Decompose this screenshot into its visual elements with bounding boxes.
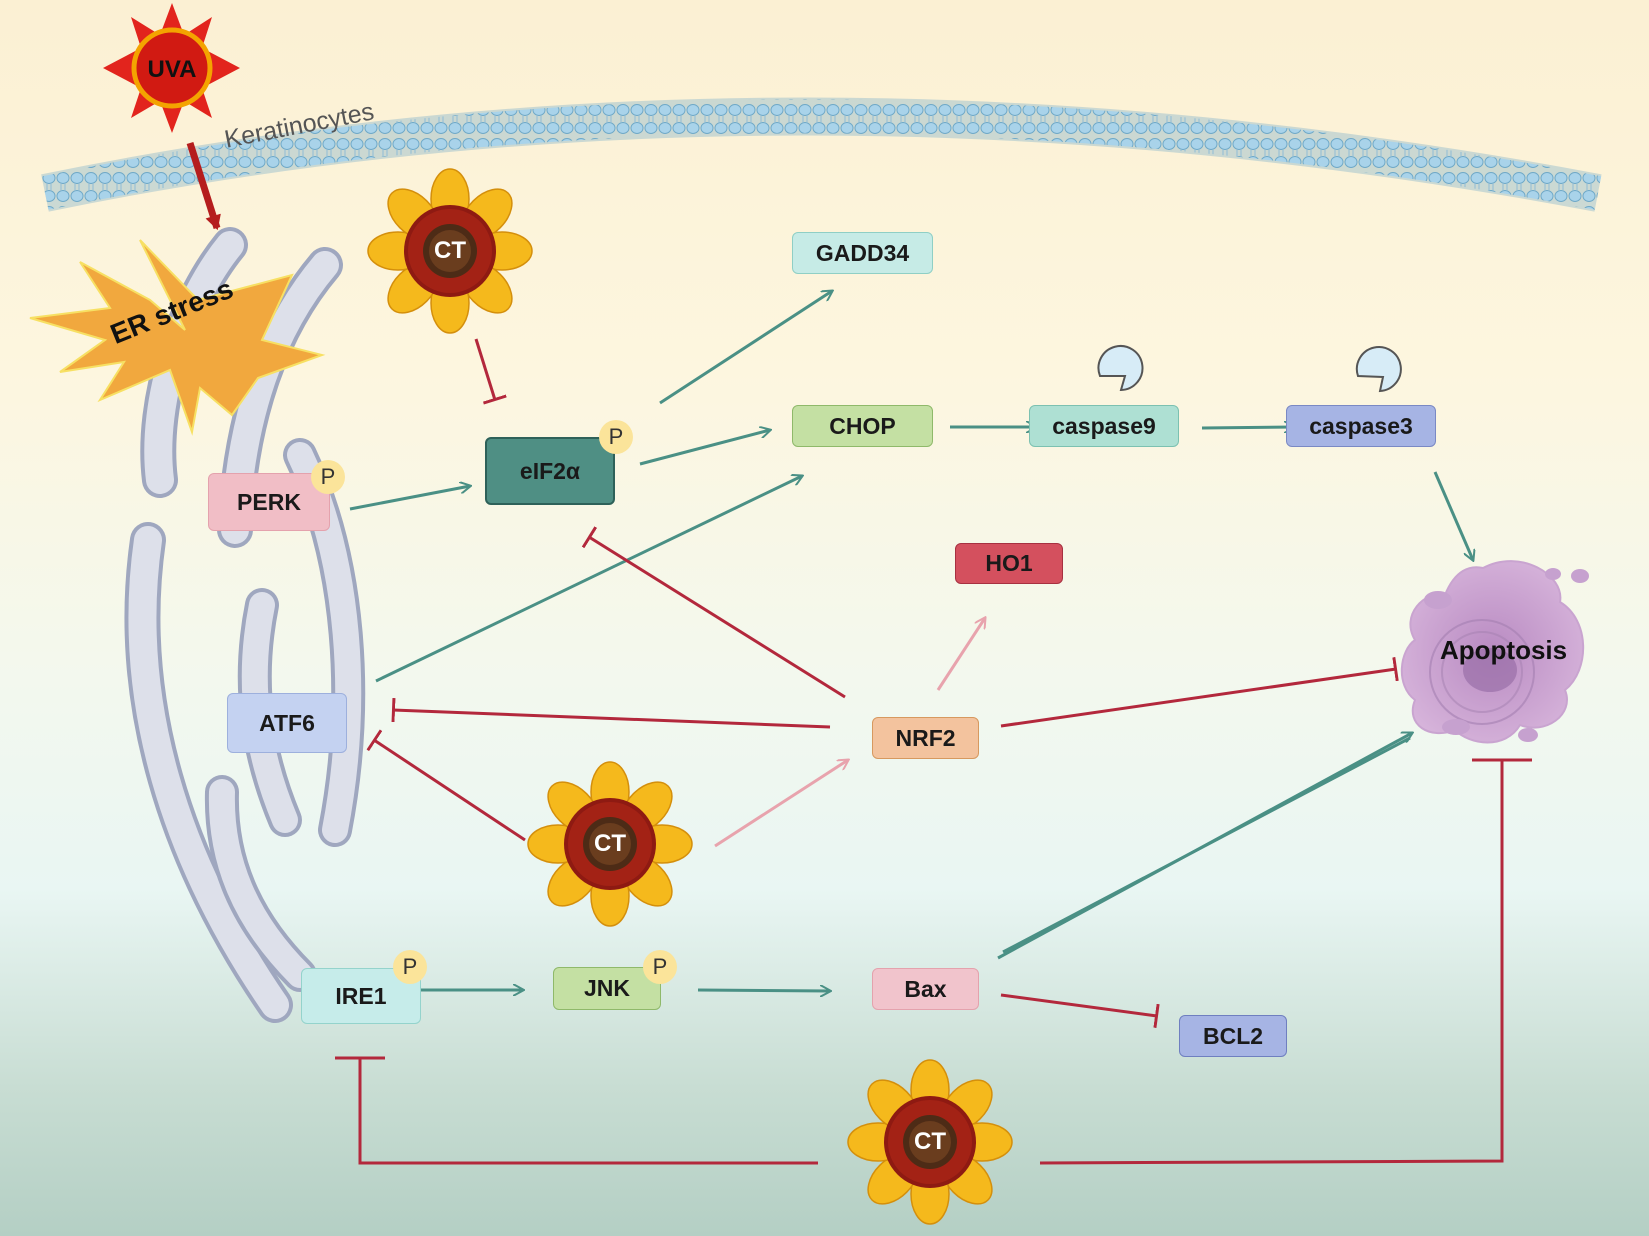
node-eif2a: eIF2α (485, 437, 615, 505)
node-ire1: IRE1 (301, 968, 421, 1024)
node-gadd34: GADD34 (792, 232, 933, 274)
node-caspase3: caspase3 (1286, 405, 1436, 447)
phospho-badge-ire1: P (393, 950, 427, 984)
node-bcl2: BCL2 (1179, 1015, 1287, 1057)
node-atf6: ATF6 (227, 693, 347, 753)
ct-label: CT (914, 1128, 946, 1155)
phospho-badge-eif2a: P (599, 420, 633, 454)
caspase9-pacman-icon (1097, 345, 1144, 392)
node-nrf2: NRF2 (872, 717, 979, 759)
caspase3-pacman-icon (1355, 346, 1402, 393)
sun-icon (103, 3, 240, 133)
er-stress-burst (29, 239, 326, 436)
node-perk: PERK (208, 473, 330, 531)
apoptosis-label: Apoptosis (1440, 635, 1568, 665)
node-caspase9: caspase9 (1029, 405, 1179, 447)
uva-label: UVA (147, 56, 197, 83)
node-jnk: JNK (553, 967, 661, 1010)
node-bax: Bax (872, 968, 979, 1010)
phospho-badge-jnk: P (643, 950, 677, 984)
node-ho1: HO1 (955, 543, 1063, 584)
ct-label: CT (594, 830, 626, 857)
apoptosis-cell (1400, 560, 1589, 744)
phospho-badge-perk: P (311, 460, 345, 494)
ct-label: CT (434, 237, 466, 264)
node-chop: CHOP (792, 405, 933, 447)
